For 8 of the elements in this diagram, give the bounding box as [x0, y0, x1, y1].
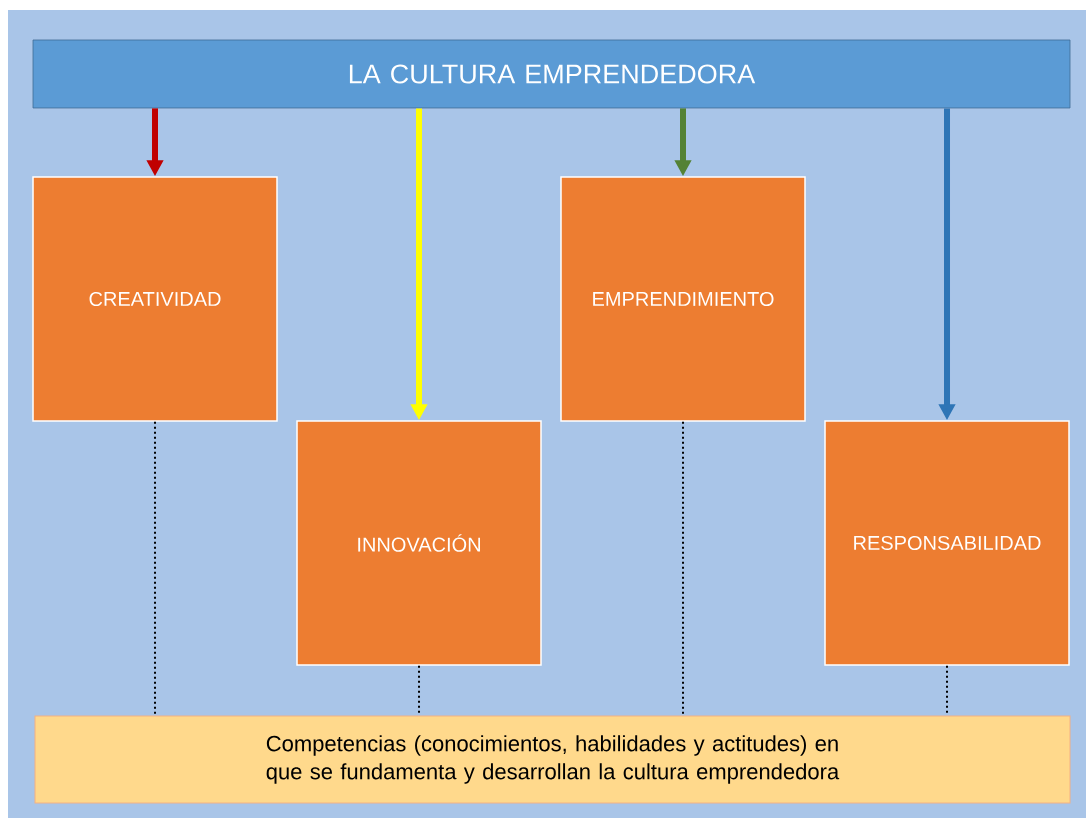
dotted-line [682, 420, 684, 717]
concept-box: CREATIVIDAD [32, 176, 278, 422]
concept-box: RESPONSABILIDAD [824, 420, 1070, 666]
dotted-line [154, 420, 156, 717]
competencies-box: Competencias (conocimientos, habilidades y actitudes) en que se fundamenta y desarrollan la cultura emprendedora [34, 715, 1071, 804]
concept-box: EMPRENDIMIENTO [560, 176, 806, 422]
concept-box: INNOVACIÓN [296, 420, 542, 666]
title-bar: LA CULTURA EMPRENDEDORA [32, 39, 1071, 109]
